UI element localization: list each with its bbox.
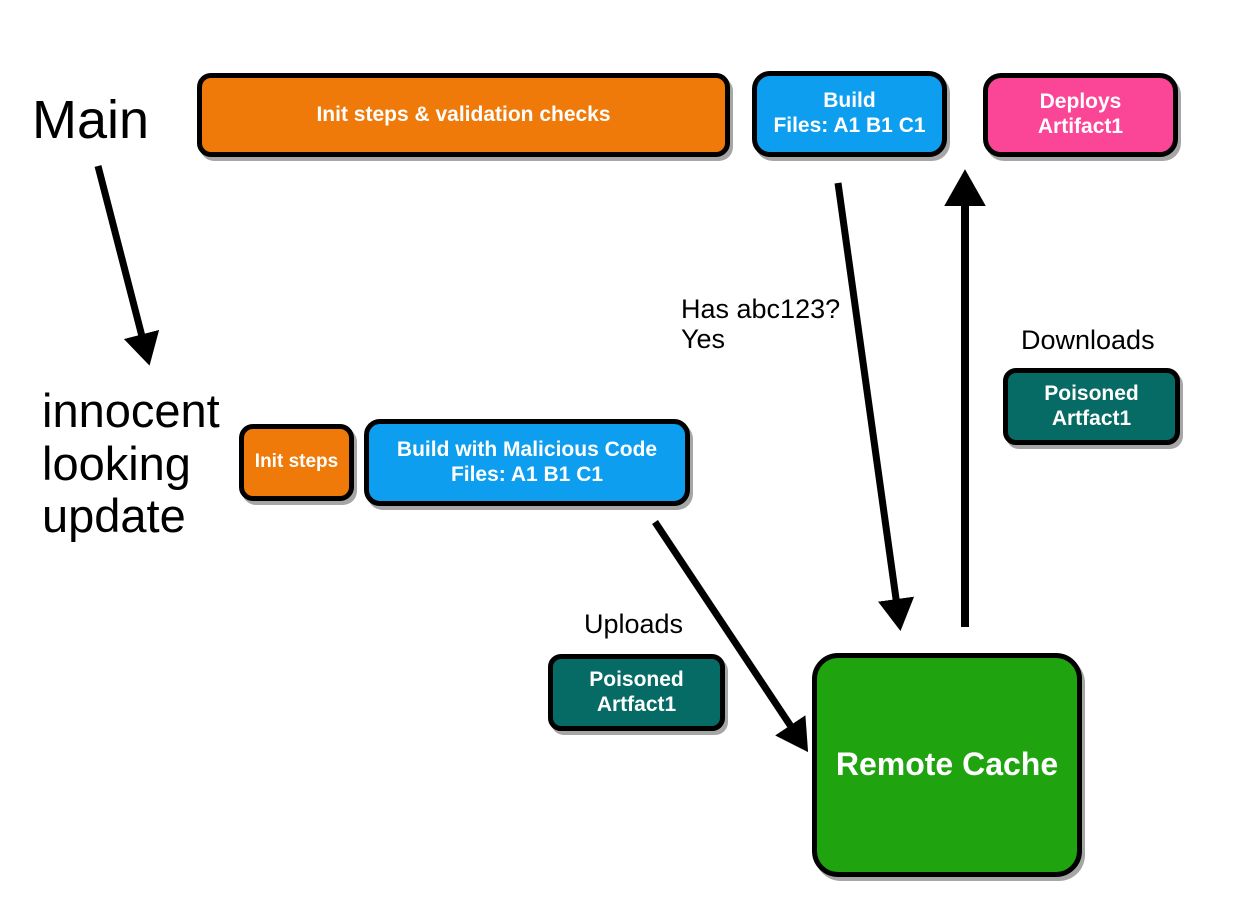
node-init-steps[interactable]: Init steps — [239, 424, 354, 501]
main-branch-label: Main — [32, 90, 150, 150]
downloads-label: Downloads — [1021, 325, 1155, 355]
node-poisoned-artifact-download[interactable]: Poisoned Artfact1 — [1003, 368, 1180, 445]
node-init-steps-and-validation-checks[interactable]: Init steps & validation checks — [197, 73, 730, 157]
node-poisoned-artifact-upload[interactable]: Poisoned Artfact1 — [548, 654, 725, 731]
cache-query-label: Has abc123? Yes — [681, 294, 841, 355]
node-build-main[interactable]: Build Files: A1 B1 C1 — [752, 71, 947, 157]
node-deploys-artifact1[interactable]: Deploys Artifact1 — [983, 73, 1178, 157]
feature-branch-label: innocent looking update — [42, 384, 220, 543]
node-remote-cache[interactable]: Remote Cache — [812, 653, 1082, 877]
arrow-build-to-remote-cache — [834, 182, 915, 632]
uploads-label: Uploads — [584, 609, 684, 639]
node-build-with-malicious-code[interactable]: Build with Malicious Code Files: A1 B1 C… — [364, 419, 690, 506]
arrow-main-to-branch — [94, 165, 160, 366]
